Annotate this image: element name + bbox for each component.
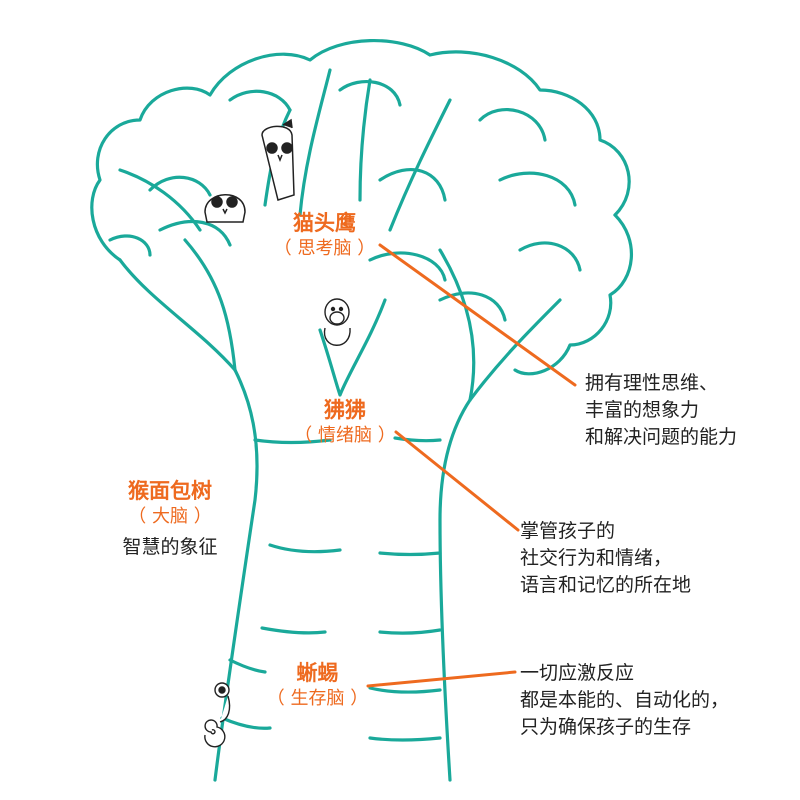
owl-description: 拥有理性思维、 丰富的想象力 和解决问题的能力 [585, 370, 737, 451]
chameleon-icon [204, 682, 231, 748]
lizard-description-line: 一切应激反应 [520, 662, 635, 684]
owl-subtitle: （ 思考脑 ） [273, 238, 376, 259]
owl-description-line: 拥有理性思维、 [585, 372, 719, 394]
monkey-subtitle: （ 情绪脑 ） [294, 425, 396, 446]
monkey-description-line: 社交行为和情绪， [520, 547, 673, 569]
lizard-description-line: 只为确保孩子的生存 [520, 716, 692, 738]
owl-icon [261, 118, 295, 201]
monkey-label: 狒狒 （ 情绪脑 ） [285, 397, 405, 449]
lizard-description-line: 都是本能的、自动化的， [520, 689, 730, 711]
lizard-label: 蜥蜴 （ 生存脑 ） [255, 660, 380, 712]
baobab-label: 猴面包树 （ 大脑 ） 智慧的象征 [95, 478, 245, 564]
monkey-description-line: 语言和记忆的所在地 [520, 574, 692, 596]
lizard-subtitle: （ 生存脑 ） [266, 688, 369, 709]
monkey-description: 掌管孩子的 社交行为和情绪， 语言和记忆的所在地 [520, 518, 691, 599]
baboon-icon [323, 298, 351, 346]
baobab-title: 猴面包树 [128, 479, 212, 503]
baobab-subtitle: （ 大脑 ） [128, 506, 212, 527]
lizard-description: 一切应激反应 都是本能的、自动化的， 只为确保孩子的生存 [520, 660, 729, 741]
owl-description-line: 和解决问题的能力 [585, 426, 738, 448]
monkey-title: 狒狒 [324, 398, 366, 422]
lizard-title: 蜥蜴 [296, 661, 339, 685]
owl-title: 猫头鹰 [293, 211, 356, 235]
owl-label: 猫头鹰 （ 思考脑 ） [262, 210, 387, 262]
baby-owl-icon [204, 194, 246, 223]
monkey-description-line: 掌管孩子的 [520, 520, 616, 542]
baobab-description: 智慧的象征 [122, 536, 218, 558]
owl-description-line: 丰富的想象力 [585, 399, 700, 421]
